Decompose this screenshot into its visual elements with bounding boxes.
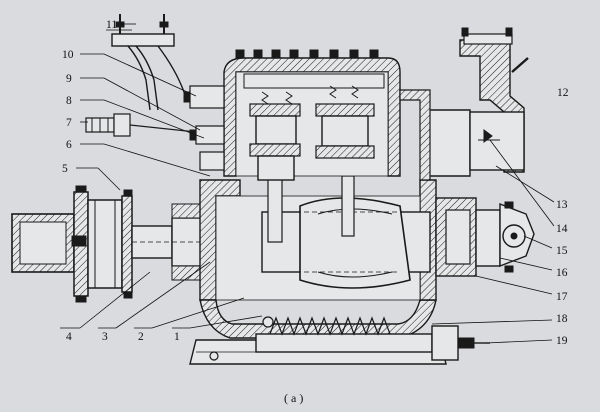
figure-caption: ( a ) <box>284 391 303 405</box>
valve-assembly-left <box>249 91 301 181</box>
valve-assembly-right <box>315 85 375 159</box>
callout-1: 1 <box>174 331 180 343</box>
callout-6: 6 <box>66 139 72 151</box>
sight-plug <box>209 316 274 361</box>
callout-8: 8 <box>66 95 72 107</box>
callout-13: 13 <box>556 199 568 211</box>
callout-5: 5 <box>62 163 68 175</box>
callout-14: 14 <box>556 223 568 235</box>
gauge-connector <box>85 113 197 137</box>
callouts: 11 10 9 8 7 6 5 4 3 2 1 12 <box>60 19 569 347</box>
callout-15: 15 <box>556 245 568 257</box>
callout-9: 9 <box>66 73 72 85</box>
callout-4: 4 <box>66 331 72 343</box>
callout-3: 3 <box>102 331 108 343</box>
top-bracket <box>111 14 185 111</box>
side-fittings-left <box>183 85 225 171</box>
motor-housing <box>11 213 75 273</box>
callout-17: 17 <box>556 291 568 303</box>
callout-16: 16 <box>556 267 568 279</box>
callout-11: 11 <box>106 19 117 31</box>
oil-heater <box>255 316 490 361</box>
callout-2: 2 <box>138 331 144 343</box>
oil-pump <box>435 197 535 277</box>
callout-7: 7 <box>66 117 72 129</box>
discharge-housing <box>399 27 529 181</box>
callout-10: 10 <box>62 49 74 61</box>
coupling-flange <box>71 185 133 303</box>
callout-12: 12 <box>557 87 569 99</box>
callout-19: 19 <box>556 335 568 347</box>
callout-18: 18 <box>556 313 568 325</box>
connecting-rod <box>267 175 355 243</box>
